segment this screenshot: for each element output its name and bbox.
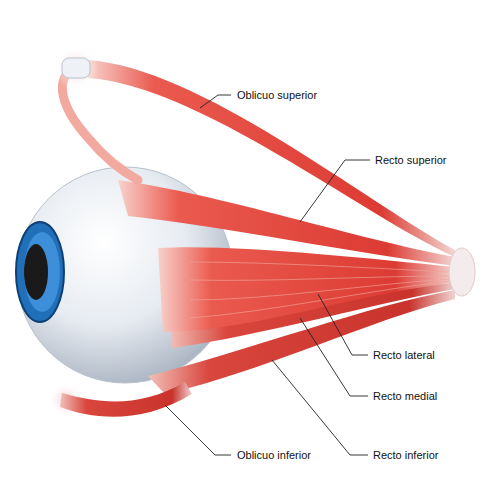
part-label: Recto medial	[372, 389, 438, 403]
part-label: Recto superior	[374, 153, 448, 167]
part-label: Recto inferior	[372, 448, 439, 462]
iris	[16, 222, 64, 322]
superior-oblique	[88, 60, 455, 257]
tendinous-ring	[449, 248, 475, 296]
leader-lines	[165, 95, 370, 455]
muscle-fibres	[190, 262, 450, 318]
pupil	[24, 244, 48, 300]
part-label: Oblicuo inferior	[236, 448, 312, 462]
trochlea-glow	[54, 46, 98, 90]
part-label: Recto lateral	[372, 348, 436, 362]
lateral-rectus	[158, 247, 455, 332]
iris-inner	[24, 232, 60, 312]
trochlea	[62, 58, 90, 78]
part-label: Oblicuo superior	[236, 88, 318, 102]
